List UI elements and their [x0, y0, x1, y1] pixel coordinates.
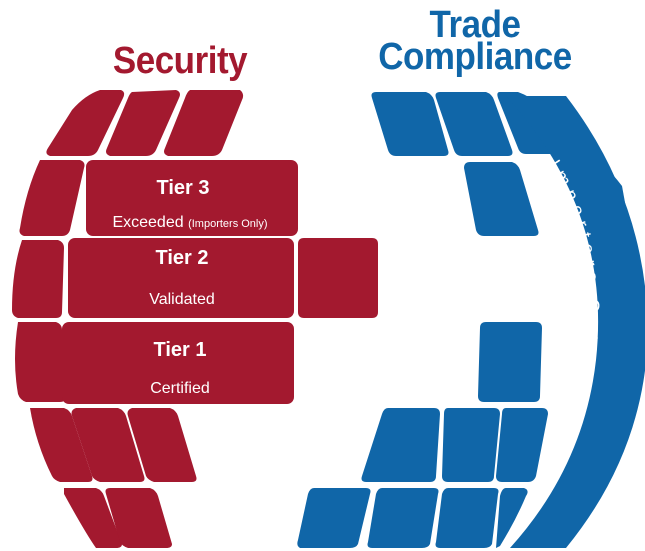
- trade-compliance-title-line2: Compliance: [378, 36, 572, 78]
- security-tile: [164, 90, 244, 156]
- compliance-tile: [496, 408, 548, 482]
- tier1-status: Certified: [150, 380, 210, 397]
- trade-compliance-title-line1: Trade: [429, 4, 521, 46]
- compliance-tile: [435, 92, 513, 156]
- security-tile: [105, 488, 172, 548]
- security-tile: [46, 90, 125, 156]
- tier2-status: Validated: [149, 291, 215, 308]
- security-half-globe: [12, 90, 378, 548]
- compliance-tile: [361, 408, 440, 482]
- importers-only-band: [506, 96, 645, 548]
- tier3-note: (Importers Only): [188, 218, 267, 230]
- security-tile: [106, 90, 180, 156]
- security-title: Security: [112, 40, 248, 82]
- tier1-name: Tier 1: [154, 339, 207, 361]
- security-tile: [298, 238, 378, 318]
- security-tile: [12, 240, 64, 318]
- security-tile: [15, 322, 66, 402]
- tier2-name: Tier 2: [156, 247, 209, 269]
- compliance-tile: [478, 322, 542, 402]
- compliance-half-globe: [297, 92, 645, 548]
- security-tile: [64, 488, 122, 548]
- tier3-block: [86, 160, 298, 236]
- compliance-tile: [442, 408, 500, 482]
- tier2-block: [68, 238, 294, 318]
- tier3-name: Tier 3: [157, 177, 210, 199]
- compliance-tile: [496, 488, 528, 548]
- security-tile: [71, 408, 145, 482]
- tier1-block: [62, 322, 294, 404]
- compliance-tile: [435, 488, 499, 548]
- security-tile: [127, 408, 197, 482]
- security-tile: [30, 408, 93, 482]
- compliance-tile: [297, 488, 371, 548]
- compliance-tile: [371, 92, 449, 156]
- compliance-tile: [464, 162, 539, 236]
- tier3-status: Exceeded (Importers Only): [112, 214, 267, 231]
- security-tile: [19, 160, 85, 236]
- compliance-tile: [367, 488, 439, 548]
